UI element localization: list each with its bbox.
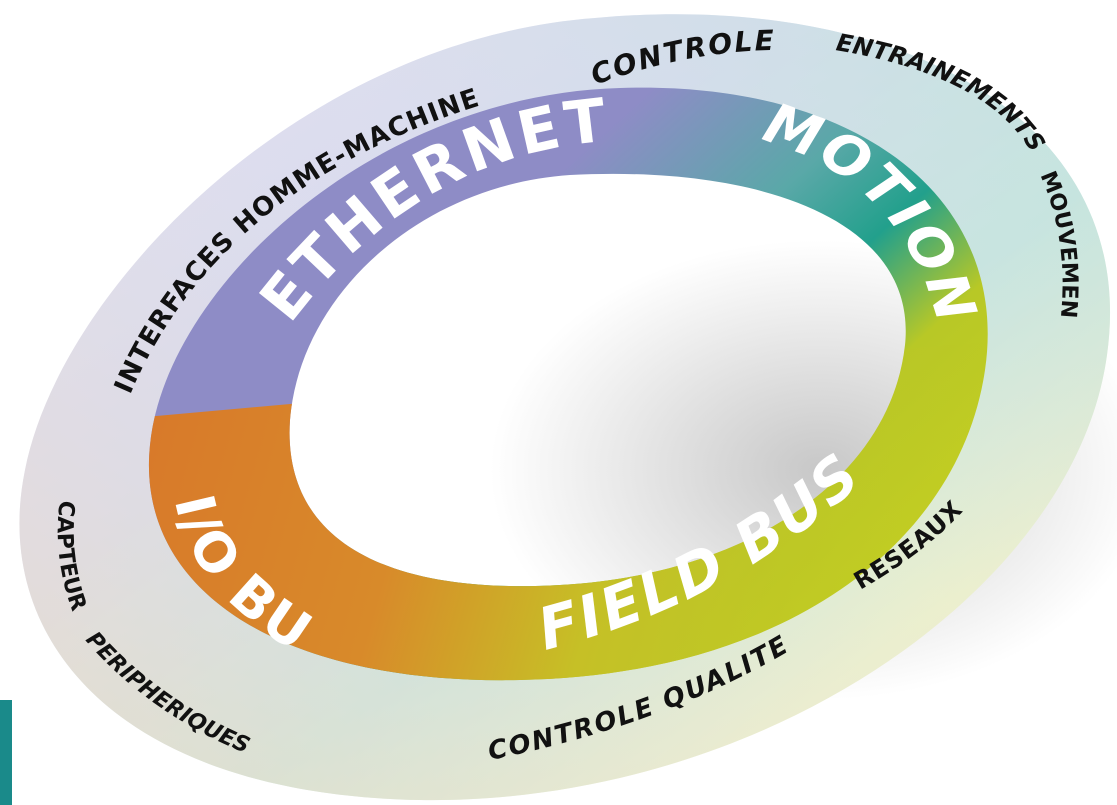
inner-ring-warm	[148, 330, 988, 681]
edge-tab	[0, 700, 12, 805]
